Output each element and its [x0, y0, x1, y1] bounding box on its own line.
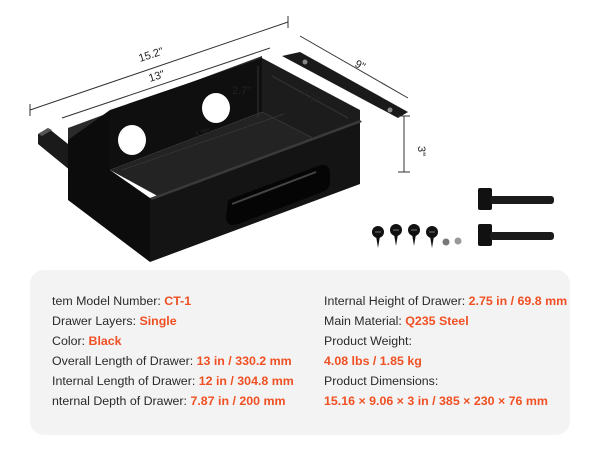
spec-line: Color: Black [52, 331, 294, 351]
dim-inner-height-label: 2.7" [232, 85, 251, 97]
spec-line: Internal Height of Drawer: 2.75 in / 69.… [324, 291, 567, 311]
spec-line: 4.08 lbs / 1.85 kg [324, 351, 567, 371]
spec-label: Color: [52, 334, 89, 348]
spec-label: nternal Depth of Drawer: [52, 394, 191, 408]
spec-label: Main Material: [324, 314, 406, 328]
spec-line: nternal Depth of Drawer: 7.87 in / 200 m… [52, 391, 294, 411]
spec-line: 15.16 × 9.06 × 3 in / 385 × 230 × 76 mm [324, 391, 567, 411]
cable-ties [478, 188, 554, 246]
spec-value: 12 in / 304.8 mm [198, 374, 294, 388]
dim-overall-width-label: 15.2" [137, 46, 165, 65]
dim-inner-width-label: 13" [147, 68, 166, 84]
spec-card: tem Model Number: CT-1 Drawer Layers: Si… [30, 270, 570, 435]
spec-label: Internal Height of Drawer: [324, 294, 469, 308]
spec-value: 15.16 × 9.06 × 3 in / 385 × 230 × 76 mm [324, 394, 548, 408]
spec-value: 2.75 in / 69.8 mm [468, 294, 568, 308]
spec-label: Overall Length of Drawer: [52, 354, 197, 368]
spec-line: Drawer Layers: Single [52, 311, 294, 331]
spec-line: Main Material: Q235 Steel [324, 311, 567, 331]
spec-value: Black [88, 334, 122, 348]
mounting-screws [372, 224, 462, 248]
dim-height-label: 3" [415, 146, 427, 156]
spec-value: 13 in / 330.2 mm [196, 354, 292, 368]
spec-label: Product Weight: [324, 334, 412, 348]
spec-line: Product Weight: [324, 331, 567, 351]
drawer-illustration [38, 52, 408, 262]
spec-value: CT-1 [164, 294, 192, 308]
dim-depth-label: 9" [353, 58, 368, 73]
spec-value: 4.08 lbs / 1.85 kg [324, 354, 422, 368]
spec-label: Product Dimensions: [324, 374, 439, 388]
spec-line: Product Dimensions: [324, 371, 567, 391]
spec-column-left: tem Model Number: CT-1 Drawer Layers: Si… [52, 291, 294, 411]
spec-line: Internal Length of Drawer: 12 in / 304.8… [52, 371, 294, 391]
spec-label: Drawer Layers: [52, 314, 140, 328]
dimension-lines [29, 16, 410, 173]
spec-line: Overall Length of Drawer: 13 in / 330.2 … [52, 351, 294, 371]
spec-label: tem Model Number: [52, 294, 165, 308]
spec-value: 7.87 in / 200 mm [190, 394, 286, 408]
product-figure: 15.2" 13" 9" 2.7" 7.9" 12" 3" [29, 16, 554, 262]
dim-inner-length-label: 12" [193, 126, 212, 142]
spec-line: tem Model Number: CT-1 [52, 291, 294, 311]
spec-column-right: Internal Height of Drawer: 2.75 in / 69.… [324, 291, 567, 411]
spec-value: Single [139, 314, 177, 328]
spec-value: Q235 Steel [405, 314, 469, 328]
spec-label: Internal Length of Drawer: [52, 374, 199, 388]
